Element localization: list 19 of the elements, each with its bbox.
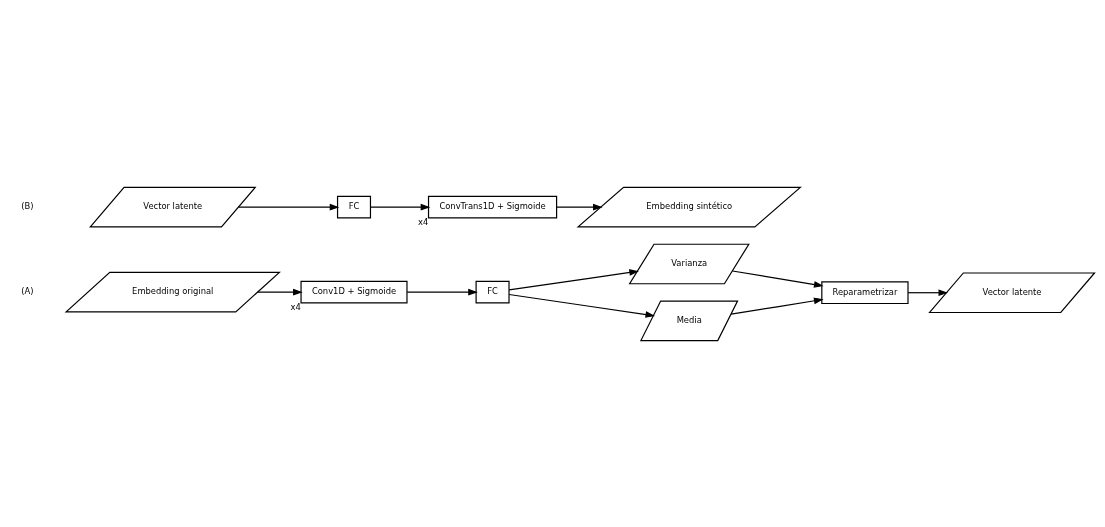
arrow	[508, 268, 639, 290]
node-box: ConvTrans1D + Sigmoide	[427, 195, 558, 218]
node-box: Conv1D + Sigmoide	[300, 280, 408, 303]
arrow	[556, 203, 603, 210]
arrow	[907, 288, 949, 296]
node-label: x4	[418, 216, 429, 227]
arrow	[257, 288, 303, 295]
node-box: Reparametrizar	[821, 280, 909, 304]
label: (B)	[21, 200, 34, 211]
node-box: FC	[475, 280, 510, 303]
label: (A)	[21, 285, 34, 296]
arrow	[730, 297, 824, 315]
arrow	[731, 269, 824, 288]
arrow	[406, 288, 478, 295]
arrow	[370, 203, 431, 210]
arrow	[237, 203, 340, 210]
node-box: FC	[336, 195, 372, 218]
node-label: x4	[290, 301, 301, 312]
arrow	[508, 293, 656, 318]
